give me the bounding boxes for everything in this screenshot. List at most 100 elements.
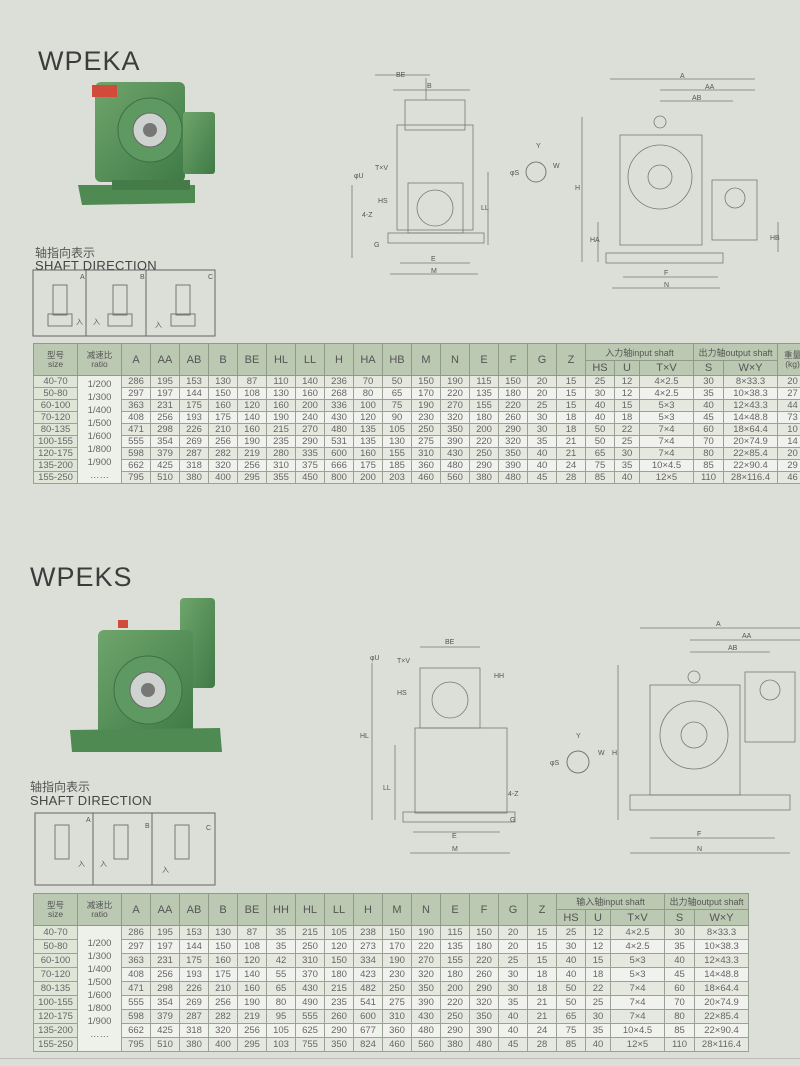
value-cell: 150 — [208, 939, 238, 954]
value-cell: 220 — [469, 953, 499, 968]
value-cell: 408 — [121, 411, 151, 424]
value-cell: 180 — [469, 411, 499, 424]
value-cell: 14×48.8 — [694, 967, 750, 982]
value-cell: 120 — [353, 411, 383, 424]
value-cell: 40 — [614, 471, 640, 484]
input-mark: 入 — [93, 318, 100, 326]
value-cell: 28×116.4 — [694, 1037, 750, 1052]
value-cell: 4×2.5 — [609, 939, 666, 954]
value-cell: 12×43.3 — [723, 399, 779, 412]
value-cell: 190 — [411, 399, 441, 412]
value-cell: 180 — [440, 967, 470, 982]
value-cell: 155 — [440, 953, 470, 968]
value-cell: 190 — [440, 375, 470, 388]
value-cell: 320 — [440, 411, 470, 424]
value-cell: 40 — [556, 953, 586, 968]
value-cell: 40 — [498, 1023, 528, 1038]
value-cell: 105 — [324, 925, 354, 940]
ratio-value: 1/800 — [87, 1002, 112, 1014]
dimension-label: B — [427, 83, 432, 90]
value-cell: 355 — [266, 471, 296, 484]
value-cell: 155 — [469, 399, 499, 412]
value-cell: 70 — [664, 995, 696, 1010]
gearbox-photo-wpeka — [78, 82, 215, 205]
dimension-label: AA — [705, 84, 715, 91]
value-cell: 598 — [121, 1009, 151, 1024]
dimension-label: HB — [770, 235, 780, 242]
dimension-label: LL — [481, 205, 489, 212]
value-cell: 350 — [469, 1009, 499, 1024]
value-cell: 336 — [324, 399, 354, 412]
column-header: M — [382, 893, 412, 926]
value-cell: 42 — [266, 953, 296, 968]
dimension-label: φS — [550, 760, 560, 767]
gearbox-photo-wpeks — [70, 598, 222, 752]
input-column-header: HS — [585, 360, 615, 376]
value-cell: 40 — [585, 411, 615, 424]
value-cell: 18 — [556, 423, 586, 436]
value-cell: 12×5 — [609, 1037, 666, 1052]
value-cell: 200 — [295, 399, 325, 412]
ratio-value: 1/500 — [87, 417, 112, 429]
value-cell: 25 — [498, 953, 528, 968]
ratio-value: …… — [90, 1028, 109, 1040]
value-cell: 4×2.5 — [609, 925, 666, 940]
value-cell: 290 — [469, 459, 499, 472]
value-cell: 215 — [324, 981, 354, 996]
value-cell: 460 — [411, 471, 441, 484]
value-cell: 260 — [324, 1009, 354, 1024]
ratio-value: 1/800 — [87, 443, 112, 455]
value-cell: 140 — [237, 967, 267, 982]
ratio-header-cn: 减速比 — [86, 900, 113, 910]
value-cell: 22×90.4 — [723, 459, 779, 472]
value-cell: 60 — [664, 981, 696, 996]
value-cell: 318 — [179, 1023, 209, 1038]
value-cell: 20 — [498, 925, 528, 940]
value-cell: 795 — [121, 471, 151, 484]
value-cell: 755 — [295, 1037, 325, 1052]
value-cell: 28 — [556, 471, 586, 484]
value-cell: 390 — [498, 459, 528, 472]
value-cell: 379 — [150, 447, 180, 460]
value-cell: 153 — [179, 925, 209, 940]
value-cell: 270 — [295, 423, 325, 436]
value-cell: 24 — [527, 1023, 557, 1038]
value-cell: 310 — [411, 447, 441, 460]
value-cell: 290 — [469, 981, 499, 996]
input-mark: 入 — [78, 860, 85, 868]
value-cell: 203 — [382, 471, 412, 484]
value-cell: 795 — [121, 1037, 151, 1052]
value-cell: 150 — [469, 925, 499, 940]
value-cell: 270 — [440, 399, 470, 412]
value-cell: 12 — [585, 939, 611, 954]
dimension-label: E — [452, 833, 457, 840]
ratio-value: 1/200 — [87, 378, 112, 390]
value-cell: 50 — [585, 423, 615, 436]
shaft-direction-diagrams-wpeka: A B C 入 入 入 — [32, 269, 216, 337]
value-cell: 30 — [527, 423, 557, 436]
dimension-label: N — [697, 846, 702, 853]
value-cell: 250 — [295, 939, 325, 954]
value-cell: 354 — [150, 435, 180, 448]
value-cell: 130 — [208, 375, 238, 388]
value-cell: 295 — [237, 1037, 267, 1052]
weight-header: 重量(kg) — [777, 343, 800, 376]
value-cell: 600 — [324, 447, 354, 460]
value-cell: 295 — [237, 471, 267, 484]
value-cell: 430 — [295, 981, 325, 996]
value-cell: 140 — [237, 411, 267, 424]
value-cell: 10×38.3 — [694, 939, 750, 954]
ratio-header-en: ratio — [91, 359, 108, 369]
value-cell: 335 — [295, 447, 325, 460]
size-cell: 50-80 — [33, 387, 78, 400]
value-cell: 210 — [208, 981, 238, 996]
output-column-header: W×Y — [694, 909, 750, 926]
value-cell: 144 — [179, 387, 209, 400]
value-cell: 25 — [585, 375, 615, 388]
value-cell: 120 — [324, 939, 354, 954]
shaft-direction-label-cn: 轴指向表示 — [30, 780, 91, 794]
